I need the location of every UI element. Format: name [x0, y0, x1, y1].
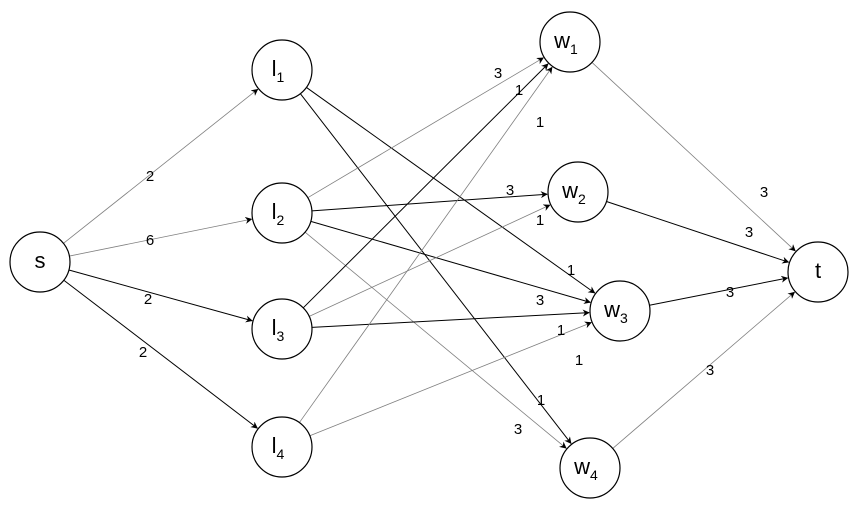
edge-l2-w1 [307, 57, 544, 199]
edge-l2-w2 [311, 191, 548, 212]
node-circle-w1 [539, 11, 601, 73]
edge-s-l4 [63, 279, 258, 429]
edge-label-l2-w1: 3 [494, 65, 502, 82]
node-label-l2: l2 [272, 199, 285, 228]
node-l1: l1 [251, 39, 313, 101]
node-l2: l2 [251, 182, 313, 244]
edge-label-w3-t: 3 [726, 284, 734, 301]
edge-label-w1-t: 3 [760, 184, 768, 201]
node-circle-s [9, 231, 71, 293]
node-w3: w3 [589, 280, 651, 342]
edge-w4-t [612, 291, 796, 449]
node-label-w3: w3 [603, 297, 628, 326]
node-subscript-w1: 1 [570, 41, 578, 57]
node-circle-l1 [251, 39, 313, 101]
edge-label-s-l1: 2 [146, 168, 154, 185]
edge-label-l3-w2: 1 [536, 212, 544, 229]
edges-layer [63, 57, 796, 449]
edge-label-l3-w3: 1 [557, 322, 565, 339]
edge-label-w2-t: 3 [745, 224, 753, 241]
node-subscript-l1: 1 [277, 69, 285, 85]
edge-label-s-l4: 2 [139, 344, 147, 361]
edge-l4-w3 [309, 321, 592, 437]
edge-s-l2 [69, 216, 253, 257]
edge-label-l2-w3: 3 [536, 292, 544, 309]
node-label-l4: l4 [272, 433, 285, 462]
node-circle-w4 [559, 437, 621, 499]
node-label-s: s [35, 248, 46, 273]
edge-label-s-l2: 6 [146, 232, 154, 249]
node-label-w2: w2 [561, 178, 586, 207]
edge-w1-t [591, 62, 796, 252]
node-label-l3: l3 [272, 315, 285, 344]
edge-label-s-l3: 2 [144, 291, 152, 308]
edge-l3-w2 [309, 204, 551, 317]
edge-w3-t [649, 275, 789, 306]
node-label-w4: w4 [573, 454, 598, 483]
node-subscript-w3: 3 [620, 310, 628, 326]
node-w4: w4 [559, 437, 621, 499]
edge-label-w4-t: 3 [706, 362, 714, 379]
edge-label-l2-w4: 3 [514, 421, 522, 438]
node-label-w1: w1 [553, 28, 578, 57]
node-subscript-l2: 2 [277, 212, 285, 228]
node-label-l1: l1 [272, 56, 285, 85]
edge-l1-w4 [299, 93, 572, 445]
node-subscript-w2: 2 [578, 191, 586, 207]
node-subscript-w4: 4 [590, 467, 598, 483]
node-circle-t [787, 241, 849, 303]
node-circle-l2 [251, 182, 313, 244]
edge-s-l1 [63, 88, 259, 244]
node-s: s [9, 231, 71, 293]
edge-l2-w4 [304, 231, 567, 449]
edge-label-l1-w4: 1 [537, 392, 545, 409]
node-l4: l4 [251, 416, 313, 478]
edge-w2-t [606, 201, 790, 264]
edge-l1-w3 [306, 87, 596, 294]
edge-label-l4-w3: 1 [575, 352, 583, 369]
edge-label-l1-w3: 1 [567, 262, 575, 279]
node-subscript-l4: 4 [277, 446, 285, 462]
edge-label-l2-w2: 3 [506, 182, 514, 199]
edge-label-l3-w1: 1 [515, 82, 523, 99]
node-l3: l3 [251, 298, 313, 360]
node-w2: w2 [547, 161, 609, 223]
node-circle-l3 [251, 298, 313, 360]
node-t: t [787, 241, 849, 303]
edge-l3-w1 [302, 63, 549, 309]
edge-label-l4-w1: 1 [536, 114, 544, 131]
edge-s-l3 [68, 269, 253, 323]
node-circle-w3 [589, 280, 651, 342]
edge-l2-w3 [310, 220, 591, 304]
node-circle-w2 [547, 161, 609, 223]
node-w1: w1 [539, 11, 601, 73]
nodes-layer: s l1 l2 l3 l4 w1 w2 w3 w4 t [9, 11, 849, 499]
edge-l4-w1 [299, 66, 553, 423]
edge-l3-w3 [311, 309, 590, 328]
node-subscript-l3: 3 [277, 328, 285, 344]
node-label-t: t [815, 258, 821, 283]
node-circle-l4 [251, 416, 313, 478]
